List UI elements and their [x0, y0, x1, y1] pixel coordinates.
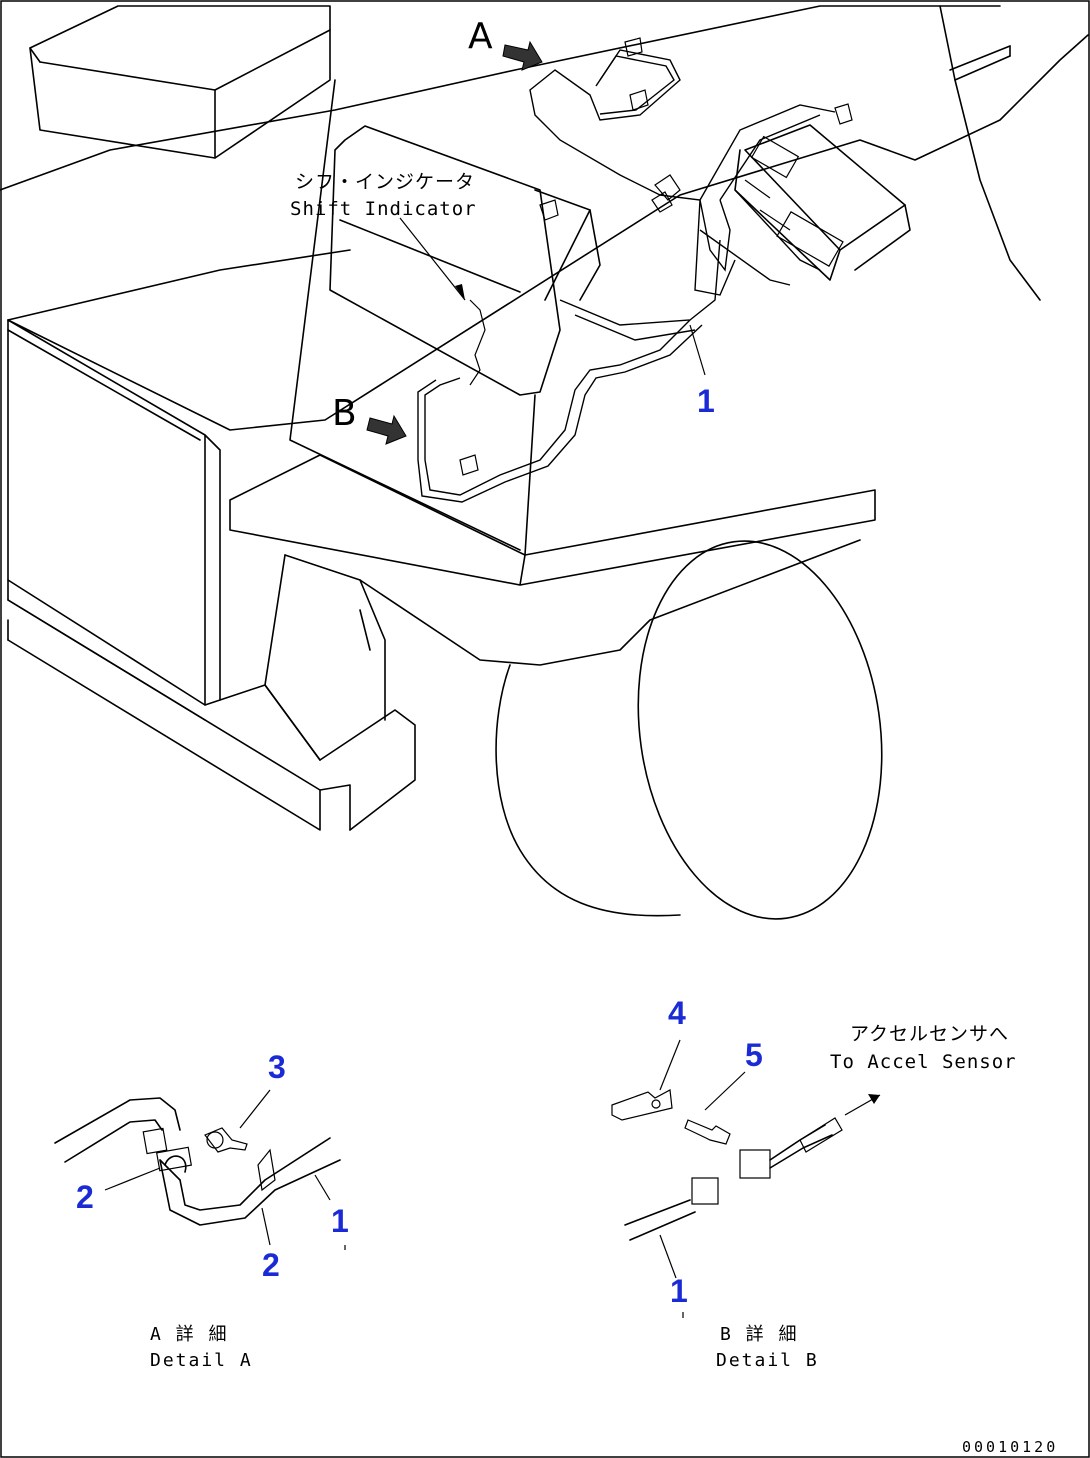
accel-sensor-label-en: To Accel Sensor — [830, 1051, 1017, 1073]
detail-a-caption-en: Detail A — [150, 1350, 253, 1371]
detail-a: 3 2 2 1 A 詳 細 Detail A — [54, 1049, 349, 1371]
shift-indicator-label-en: Shift Indicator — [290, 198, 477, 220]
detail-b-caption-jp: B 詳 細 — [720, 1324, 799, 1345]
part-number-detail-a-bolt: 3 — [268, 1049, 286, 1085]
view-arrow-a: A — [468, 16, 543, 71]
part-number-detail-b-harness: 1 — [670, 1273, 688, 1309]
detail-a-caption-jp: A 詳 細 — [150, 1324, 229, 1345]
shift-indicator-label-jp: シフ・インジケータ — [295, 171, 475, 193]
accel-sensor-label-jp: アクセルセンサへ — [850, 1023, 1009, 1045]
view-label-a: A — [468, 16, 493, 57]
part-number-main-harness: 1 — [697, 383, 715, 419]
support-strut — [264, 539, 861, 761]
main-harness-routing — [417, 37, 853, 503]
part-number-detail-a-clip-lower: 2 — [262, 1247, 280, 1283]
frame-deck — [0, 5, 1089, 431]
drawing-code: 00010120 — [962, 1438, 1058, 1456]
part-number-detail-b-bolt: 5 — [745, 1037, 763, 1073]
cab-block — [29, 5, 331, 159]
part-number-detail-b-bracket: 4 — [668, 995, 686, 1031]
main-view: A B シフ・インジケータ Shift Indicator 1 — [0, 5, 1089, 920]
part-number-detail-a-clip-upper: 2 — [76, 1179, 94, 1215]
main-part-callout: 1 — [689, 324, 715, 419]
control-box — [734, 124, 911, 281]
shift-indicator-callout: シフ・インジケータ Shift Indicator — [290, 171, 477, 301]
view-arrow-b: B — [332, 393, 407, 445]
tire — [495, 540, 883, 920]
detail-b-caption-en: Detail B — [716, 1350, 819, 1371]
part-number-detail-a-harness: 1 — [331, 1203, 349, 1239]
view-label-b: B — [332, 393, 357, 434]
detail-b: 4 5 1 アクセルセンサへ To Accel Sensor B 詳 細 Det… — [611, 995, 1017, 1371]
platform-slab — [229, 394, 876, 586]
